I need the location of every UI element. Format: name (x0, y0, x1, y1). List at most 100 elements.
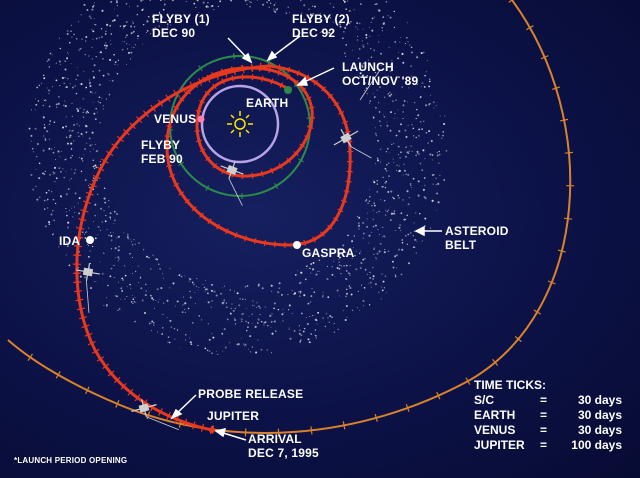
asteroid-dot (345, 292, 348, 295)
asteroid-dot (378, 102, 380, 104)
asteroid-dot (397, 154, 399, 156)
asteroid-dot (109, 212, 112, 215)
asteroid-dot (116, 72, 119, 75)
tick-mark (195, 139, 203, 143)
asteroid-dot (382, 16, 385, 18)
asteroid-dot (113, 210, 116, 213)
asteroid-dot (215, 351, 217, 353)
asteroid-dot (67, 52, 69, 54)
asteroid-dot (374, 247, 375, 249)
asteroid-dot (38, 84, 41, 87)
asteroid-dot (445, 150, 448, 152)
asteroid-dot (390, 111, 392, 114)
tick-mark (274, 183, 279, 189)
asteroid-dot (160, 287, 163, 290)
asteroid-dot (421, 82, 424, 84)
asteroid-belt (28, 0, 448, 356)
asteroid-dot (69, 179, 71, 181)
tick-mark (231, 66, 234, 73)
asteroid-dot (294, 274, 297, 276)
asteroid-dot (358, 48, 361, 50)
asteroid-dot (322, 257, 324, 258)
tick-mark (341, 199, 348, 203)
asteroid-dot (110, 240, 112, 242)
asteroid-dot (96, 149, 99, 152)
asteroid-dot (62, 126, 65, 129)
asteroid-dot (115, 257, 116, 259)
asteroid-dot (271, 332, 274, 335)
tick-mark (166, 125, 173, 128)
tick-mark (164, 155, 171, 158)
asteroid-dot (326, 277, 329, 281)
asteroid-dot (159, 268, 161, 270)
asteroid-dot (246, 3, 248, 5)
asteroid-dot (43, 77, 46, 80)
asteroid-dot (80, 170, 83, 173)
asteroid-dot (413, 246, 415, 249)
asteroid-dot (124, 24, 127, 27)
asteroid-dot (71, 130, 73, 132)
asteroid-dot (138, 241, 141, 244)
asteroid-dot (131, 256, 133, 259)
asteroid-dot (145, 290, 147, 292)
venus-label: VENUS (154, 112, 197, 126)
asteroid-dot (113, 19, 116, 22)
asteroid-dot (410, 51, 413, 54)
asteroid-dot (141, 299, 144, 302)
asteroid-dot (306, 323, 309, 325)
asteroid-dot (167, 26, 169, 28)
asteroid-dot (150, 322, 152, 324)
asteroid-dot (110, 248, 113, 250)
asteroid-dot (106, 297, 108, 299)
asteroid-dot (342, 37, 344, 40)
asteroid-dot (398, 76, 400, 78)
asteroid-dot (273, 302, 276, 305)
asteroid-dot (277, 291, 280, 294)
asteroid-dot (85, 112, 87, 114)
asteroid-dot (365, 87, 368, 90)
footnote: *LAUNCH PERIOD OPENING (14, 456, 128, 465)
asteroid-dot (222, 287, 224, 288)
asteroid-dot (239, 318, 241, 320)
asteroid-dot (374, 127, 376, 129)
tick-mark (215, 71, 219, 80)
asteroid-dot (275, 9, 277, 11)
asteroid-dot (273, 4, 276, 6)
asteroid-dot (345, 55, 347, 57)
asteroid-dot (124, 36, 127, 39)
tick-mark (116, 135, 124, 142)
asteroid-dot (76, 123, 78, 125)
asteroid-dot (249, 335, 252, 338)
asteroid-dot (345, 264, 348, 267)
tick-mark (304, 135, 311, 139)
asteroid-dot (384, 186, 387, 189)
asteroid-dot (241, 320, 243, 323)
asteroid-dot (394, 255, 397, 258)
asteroid-dot (176, 329, 179, 331)
asteroid-dot (102, 252, 105, 254)
asteroid-dot (103, 44, 106, 47)
asteroid-dot (101, 272, 104, 275)
asteroid-dot (239, 298, 241, 300)
asteroid-dot (421, 240, 423, 242)
asteroid-dot (355, 26, 357, 28)
asteroid-dot (211, 333, 213, 335)
asteroid-dot (197, 344, 199, 346)
asteroid-dot (92, 70, 94, 73)
asteroid-dot (219, 0, 222, 3)
asteroid-dot (373, 49, 376, 52)
asteroid-dot (299, 292, 301, 294)
legend-row: S/C=30 days (474, 393, 622, 407)
asteroid-dot (388, 82, 390, 84)
asteroid-dot (233, 290, 235, 292)
asteroid-dot (90, 17, 92, 19)
asteroid-dot (235, 323, 237, 325)
asteroid-dot (298, 325, 300, 327)
asteroid-dot (429, 227, 432, 230)
asteroid-dot (66, 214, 68, 217)
jupiter-marker (209, 427, 215, 433)
spacecraft-icon (76, 263, 100, 313)
asteroid-dot (370, 21, 372, 23)
asteroid-dot (380, 64, 382, 66)
asteroid-dot (427, 142, 429, 144)
